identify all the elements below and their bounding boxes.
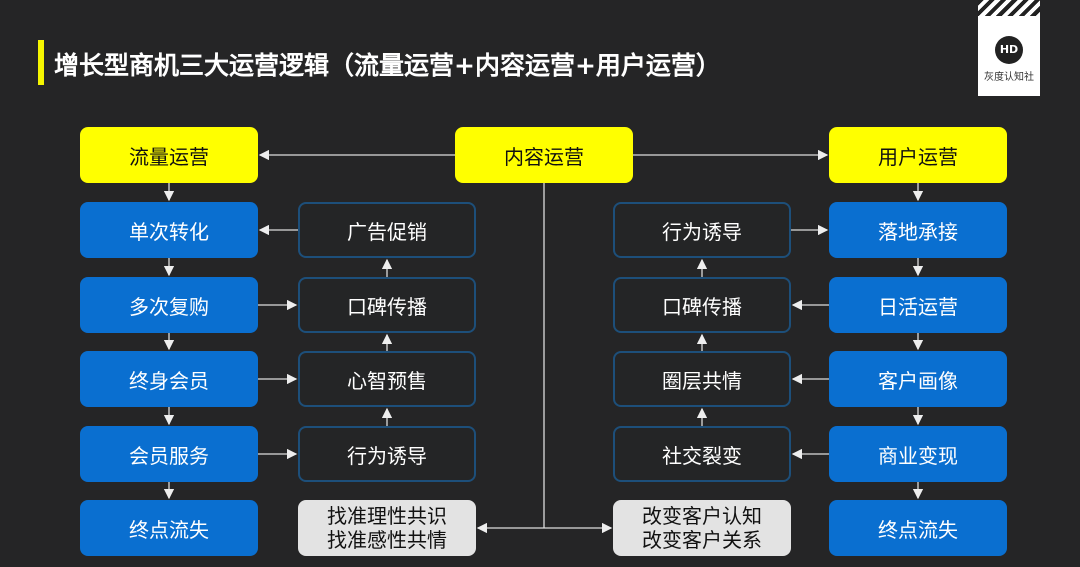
traffic-step: 终身会员 xyxy=(80,351,258,407)
traffic-content-step: 口碑传播 xyxy=(298,277,476,333)
user-content-step: 口碑传播 xyxy=(613,277,791,333)
user-content-step: 社交裂变 xyxy=(613,426,791,482)
header-user-ops: 用户运营 xyxy=(829,127,1007,183)
note-line: 找准理性共识 xyxy=(327,504,447,528)
user-step: 商业变现 xyxy=(829,426,1007,482)
logo: HD 灰度认知社 xyxy=(978,0,1040,96)
user-step: 客户画像 xyxy=(829,351,1007,407)
traffic-step: 单次转化 xyxy=(80,202,258,258)
traffic-step: 会员服务 xyxy=(80,426,258,482)
title-accent-bar xyxy=(38,40,44,85)
logo-zigzag xyxy=(978,0,1040,16)
traffic-content-step: 广告促销 xyxy=(298,202,476,258)
left-note: 找准理性共识 找准感性共情 xyxy=(298,500,476,556)
traffic-content-step: 心智预售 xyxy=(298,351,476,407)
user-content-step: 圈层共情 xyxy=(613,351,791,407)
traffic-step: 终点流失 xyxy=(80,500,258,556)
user-step: 终点流失 xyxy=(829,500,1007,556)
user-step: 日活运营 xyxy=(829,277,1007,333)
user-content-step: 行为诱导 xyxy=(613,202,791,258)
logo-mark-icon: HD xyxy=(995,36,1023,64)
page-title: 增长型商机三大运营逻辑（流量运营+内容运营+用户运营） xyxy=(54,51,721,80)
right-note: 改变客户认知 改变客户关系 xyxy=(613,500,791,556)
header-traffic-ops: 流量运营 xyxy=(80,127,258,183)
note-line: 改变客户认知 xyxy=(642,504,762,528)
note-line: 改变客户关系 xyxy=(642,528,762,552)
traffic-step: 多次复购 xyxy=(80,277,258,333)
note-line: 找准感性共情 xyxy=(327,528,447,552)
traffic-content-step: 行为诱导 xyxy=(298,426,476,482)
user-step: 落地承接 xyxy=(829,202,1007,258)
header-content-ops: 内容运营 xyxy=(455,127,633,183)
logo-text: 灰度认知社 xyxy=(984,72,1034,83)
